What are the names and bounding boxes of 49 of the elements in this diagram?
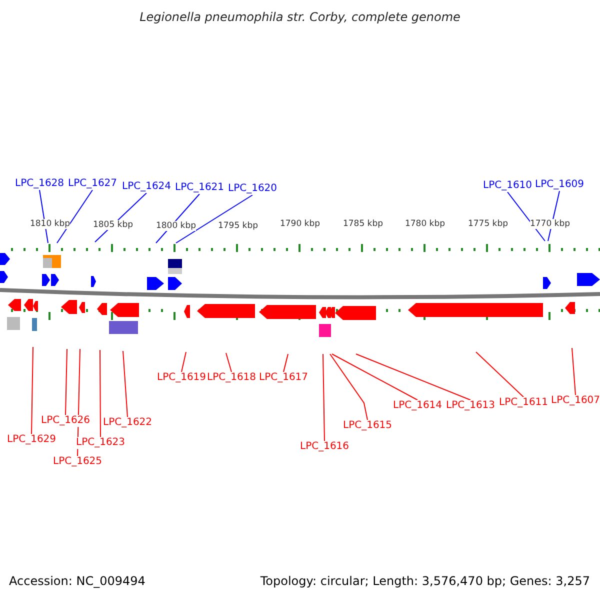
gene-label: LPC_1623 [76, 437, 126, 449]
scale-label: 1775 kbp [468, 219, 508, 229]
gene-label: LPC_1628 [15, 178, 64, 190]
gene-label: LPC_1619 [157, 372, 206, 384]
gene-label: LPC_1613 [446, 400, 496, 412]
leader-line [476, 352, 524, 398]
gene-label: LPC_1611 [499, 397, 548, 409]
leader-line [322, 354, 325, 442]
scale-label: 1785 kbp [342, 219, 384, 229]
leader-line [283, 354, 288, 372]
leader-line [122, 350, 128, 418]
gene-label: LPC_1609 [535, 179, 584, 191]
leader-line [31, 346, 34, 434]
gene-label: LPC_1610 [483, 180, 532, 192]
gene-label: LPC_1614 [393, 400, 442, 412]
accession-text: Accession: NC_009494 [9, 574, 146, 588]
gene-label: LPC_1616 [300, 441, 350, 453]
gene-label: LPC_1618 [207, 372, 256, 384]
gene-label: LPC_1621 [175, 182, 224, 194]
leader-line [100, 350, 101, 438]
gene-label: LPC_1620 [228, 183, 278, 195]
gene-label: LPC_1626 [41, 415, 90, 427]
scale-label: 1810 kbp [30, 219, 70, 229]
leader-line [572, 348, 576, 396]
leader-line [330, 354, 368, 420]
scale-label: 1790 kbp [280, 219, 320, 229]
gene-label: LPC_1617 [259, 372, 308, 384]
gene-label: LPC_1615 [343, 420, 392, 432]
genome-info-text: Topology: circular; Length: 3,576,470 bp; Genes: 3,257 [260, 574, 590, 588]
scale-label: 1800 kbp [156, 220, 196, 231]
leader-line [176, 194, 253, 244]
gene-label: LPC_1622 [103, 417, 152, 429]
leader-line [56, 190, 93, 244]
title: Legionella pneumophila str. Corby, complete genome [138, 10, 462, 24]
scale-label: 1805 kbp [92, 220, 134, 230]
leader-line [226, 352, 232, 372]
gene-label: LPC_1629 [7, 434, 56, 446]
gene-label: LPC_1624 [122, 181, 172, 193]
scale-label: 1780 kbp [404, 219, 446, 229]
gene-label: LPC_1625 [53, 456, 102, 468]
leader-line [181, 352, 186, 372]
leader-line [356, 354, 471, 400]
scale-label: 1795 kbp [218, 221, 258, 232]
gene-label: LPC_1627 [68, 178, 118, 190]
leader-line [507, 192, 546, 242]
gene-label: LPC_1607 [551, 395, 600, 407]
leader-line [332, 354, 418, 400]
scale-label: 1770 kbp [530, 219, 570, 229]
leader-line [65, 348, 68, 416]
